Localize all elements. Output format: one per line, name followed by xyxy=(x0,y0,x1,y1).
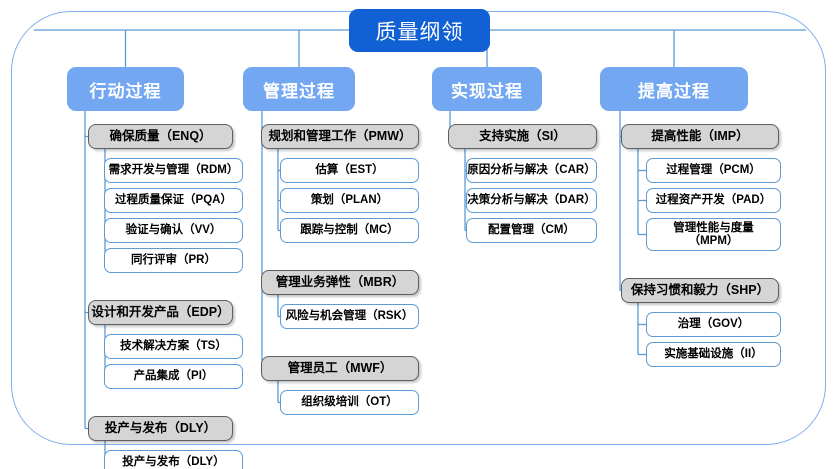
column-header-4[interactable]: 提高过程 xyxy=(600,67,748,111)
leaf-box-3-1-3[interactable]: 配置管理（CM） xyxy=(466,218,597,243)
group-box-3-1[interactable]: 支持实施（SI） xyxy=(448,124,597,149)
column-header-2[interactable]: 管理过程 xyxy=(243,67,355,111)
leaf-box-1-1-2[interactable]: 过程质量保证（PQA） xyxy=(104,188,243,213)
leaf-box-1-2-2[interactable]: 产品集成（PI） xyxy=(104,364,243,389)
leaf-box-4-2-1[interactable]: 治理（GOV） xyxy=(646,312,781,337)
column-header-1[interactable]: 行动过程 xyxy=(67,67,184,111)
group-box-2-1[interactable]: 规划和管理工作（PMW） xyxy=(261,124,419,149)
group-box-1-3[interactable]: 投产与发布（DLY） xyxy=(88,416,233,441)
leaf-box-1-1-3[interactable]: 验证与确认（VV） xyxy=(104,218,243,243)
node-label-line: （MPM） xyxy=(688,234,739,247)
leaf-box-4-1-3[interactable]: 管理性能与度量（MPM） xyxy=(646,218,781,251)
group-box-2-2[interactable]: 管理业务弹性（MBR） xyxy=(261,270,419,295)
leaf-box-1-2-1[interactable]: 技术解决方案（TS） xyxy=(104,334,243,359)
node-label-line: 管理性能与度量 xyxy=(673,222,754,234)
leaf-box-2-3-1[interactable]: 组织级培训（OT） xyxy=(280,390,419,415)
column-header-3[interactable]: 实现过程 xyxy=(432,67,542,111)
leaf-box-2-1-2[interactable]: 策划（PLAN） xyxy=(280,188,419,213)
leaf-box-1-3-1[interactable]: 投产与发布（DLY） xyxy=(104,450,243,469)
group-box-4-2[interactable]: 保持习惯和毅力（SHP） xyxy=(621,278,779,303)
leaf-box-3-1-1[interactable]: 原因分析与解决（CAR） xyxy=(466,158,597,183)
group-box-1-1[interactable]: 确保质量（ENQ） xyxy=(88,124,233,149)
leaf-box-4-2-2[interactable]: 实施基础设施（II） xyxy=(646,342,781,367)
leaf-box-2-1-1[interactable]: 估算（EST） xyxy=(280,158,419,183)
group-box-2-3[interactable]: 管理员工（MWF） xyxy=(261,356,419,381)
group-box-4-1[interactable]: 提高性能（IMP） xyxy=(621,124,779,149)
group-box-1-2[interactable]: 设计和开发产品（EDP） xyxy=(88,300,233,325)
leaf-box-2-2-1[interactable]: 风险与机会管理（RSK） xyxy=(280,304,419,329)
leaf-box-1-1-1[interactable]: 需求开发与管理（RDM） xyxy=(104,158,243,183)
leaf-box-1-1-4[interactable]: 同行评审（PR） xyxy=(104,248,243,273)
leaf-box-4-1-2[interactable]: 过程资产开发（PAD） xyxy=(646,188,781,213)
leaf-box-4-1-1[interactable]: 过程管理（PCM） xyxy=(646,158,781,183)
leaf-box-2-1-3[interactable]: 跟踪与控制（MC） xyxy=(280,218,419,243)
root-title: 质量纲领 xyxy=(349,9,490,52)
leaf-box-3-1-2[interactable]: 决策分析与解决（DAR） xyxy=(466,188,597,213)
